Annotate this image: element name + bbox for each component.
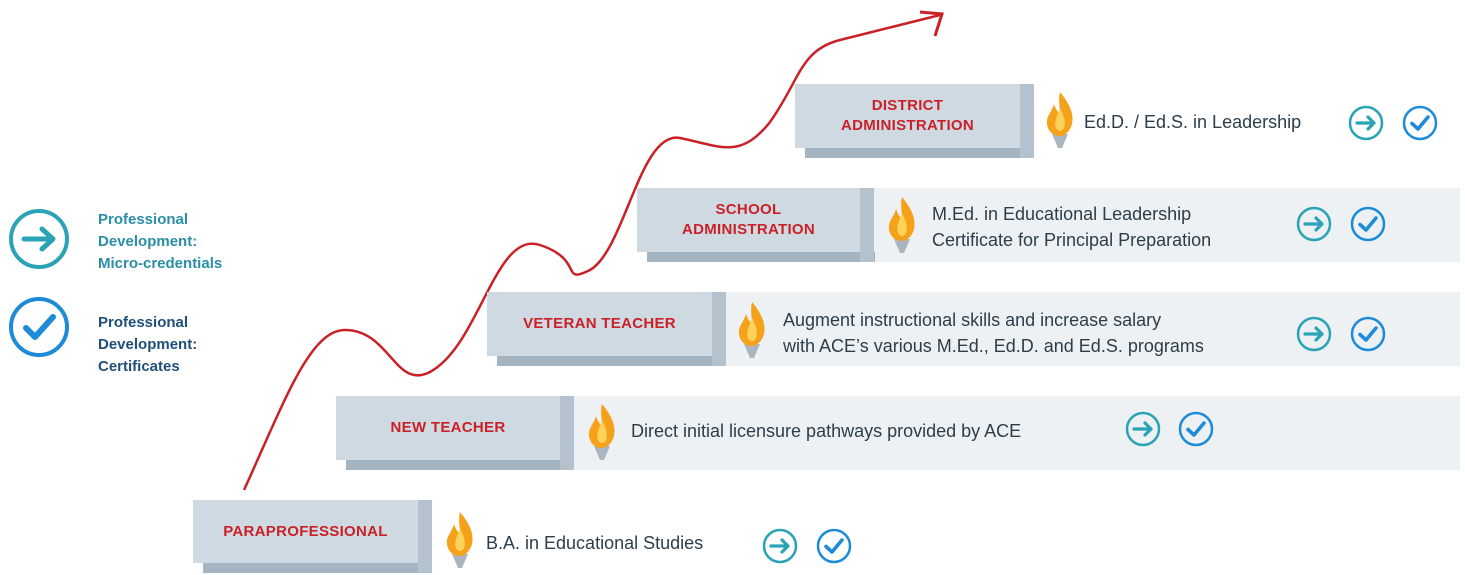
legend-cert-line2: Development: [98,336,198,353]
step-title: PARAPROFESSIONAL [193,500,418,563]
step-title-line1: NEW TEACHER [390,419,506,436]
arrow-circle-icon[interactable] [1125,411,1161,452]
step-band [574,396,1460,470]
step-description: Augment instructional skills and increas… [783,307,1204,359]
step-title-line1: PARAPROFESSIONAL [223,522,388,540]
step-title-line1: VETERAN TEACHER [523,315,676,332]
step-title-line2: ADMINISTRATION [840,117,975,134]
arrow-circle-icon [8,208,70,275]
step-description-line1: Ed.D. / Ed.S. in Leadership [1084,112,1302,132]
step-description-line1: M.Ed. in Educational Leadership [932,204,1192,224]
step-title-line1: DISTRICT [871,97,944,114]
step-title: NEW TEACHER [336,396,560,460]
arrow-circle-icon[interactable] [1296,206,1332,247]
flame-torch-icon [442,510,478,575]
check-circle-icon[interactable] [1178,411,1214,452]
step-block-side [560,396,574,470]
step-block-bottom [805,148,1033,158]
step-title-line2: ADMINISTRATION [681,221,816,238]
legend-cert-line1: Professional [98,314,189,331]
step-block-bottom [497,356,725,366]
legend-cert-label: Professional Development: Certificates [98,312,197,378]
check-circle-icon[interactable] [816,528,852,569]
flame-torch-icon [884,195,920,260]
arrow-circle-icon[interactable] [762,528,798,569]
step-block-side [712,292,726,366]
step-title: DISTRICT ADMINISTRATION [795,84,1020,148]
arrow-circle-icon[interactable] [1348,105,1384,146]
flame-torch-icon [1042,90,1078,155]
step-block-side [418,500,432,573]
check-circle-icon[interactable] [1350,206,1386,247]
check-circle-icon [8,296,70,363]
check-circle-icon[interactable] [1402,105,1438,146]
legend-micro-label: Professional Development: Micro-credenti… [98,209,222,275]
step-title: VETERAN TEACHER [487,292,712,356]
step-block-bottom [203,563,431,573]
step-block-side [1020,84,1034,158]
step-band [726,292,1460,366]
step-description-line1: Augment instructional skills and increas… [783,310,1162,330]
step-block-bottom [346,460,574,470]
flame-torch-icon [734,300,770,365]
legend-micro-line1: Professional [98,211,189,228]
arrow-circle-icon[interactable] [1296,316,1332,357]
step-description-line2: with ACE’s various M.Ed., Ed.D. and Ed.S… [783,336,1204,356]
step-description-line2: Certificate for Principal Preparation [932,230,1212,250]
check-circle-icon[interactable] [1350,316,1386,357]
step-title-line1: SCHOOL [715,201,782,218]
step-title: SCHOOL ADMINISTRATION [637,188,860,252]
legend-cert-line3: Certificates [98,358,180,375]
step-description: Direct initial licensure pathways provid… [631,418,1021,444]
legend-micro-line3: Micro-credentials [98,255,223,272]
step-description: M.Ed. in Educational Leadership Certific… [932,201,1211,253]
flame-torch-icon [584,402,620,467]
legend-micro-line2: Development: [98,233,198,250]
step-description-line1: Direct initial licensure pathways provid… [631,421,1022,441]
step-block-side [860,188,874,262]
step-block-bottom [647,252,875,262]
step-description: B.A. in Educational Studies [486,530,703,556]
step-description-line1: B.A. in Educational Studies [486,533,704,553]
step-description: Ed.D. / Ed.S. in Leadership [1084,109,1301,135]
